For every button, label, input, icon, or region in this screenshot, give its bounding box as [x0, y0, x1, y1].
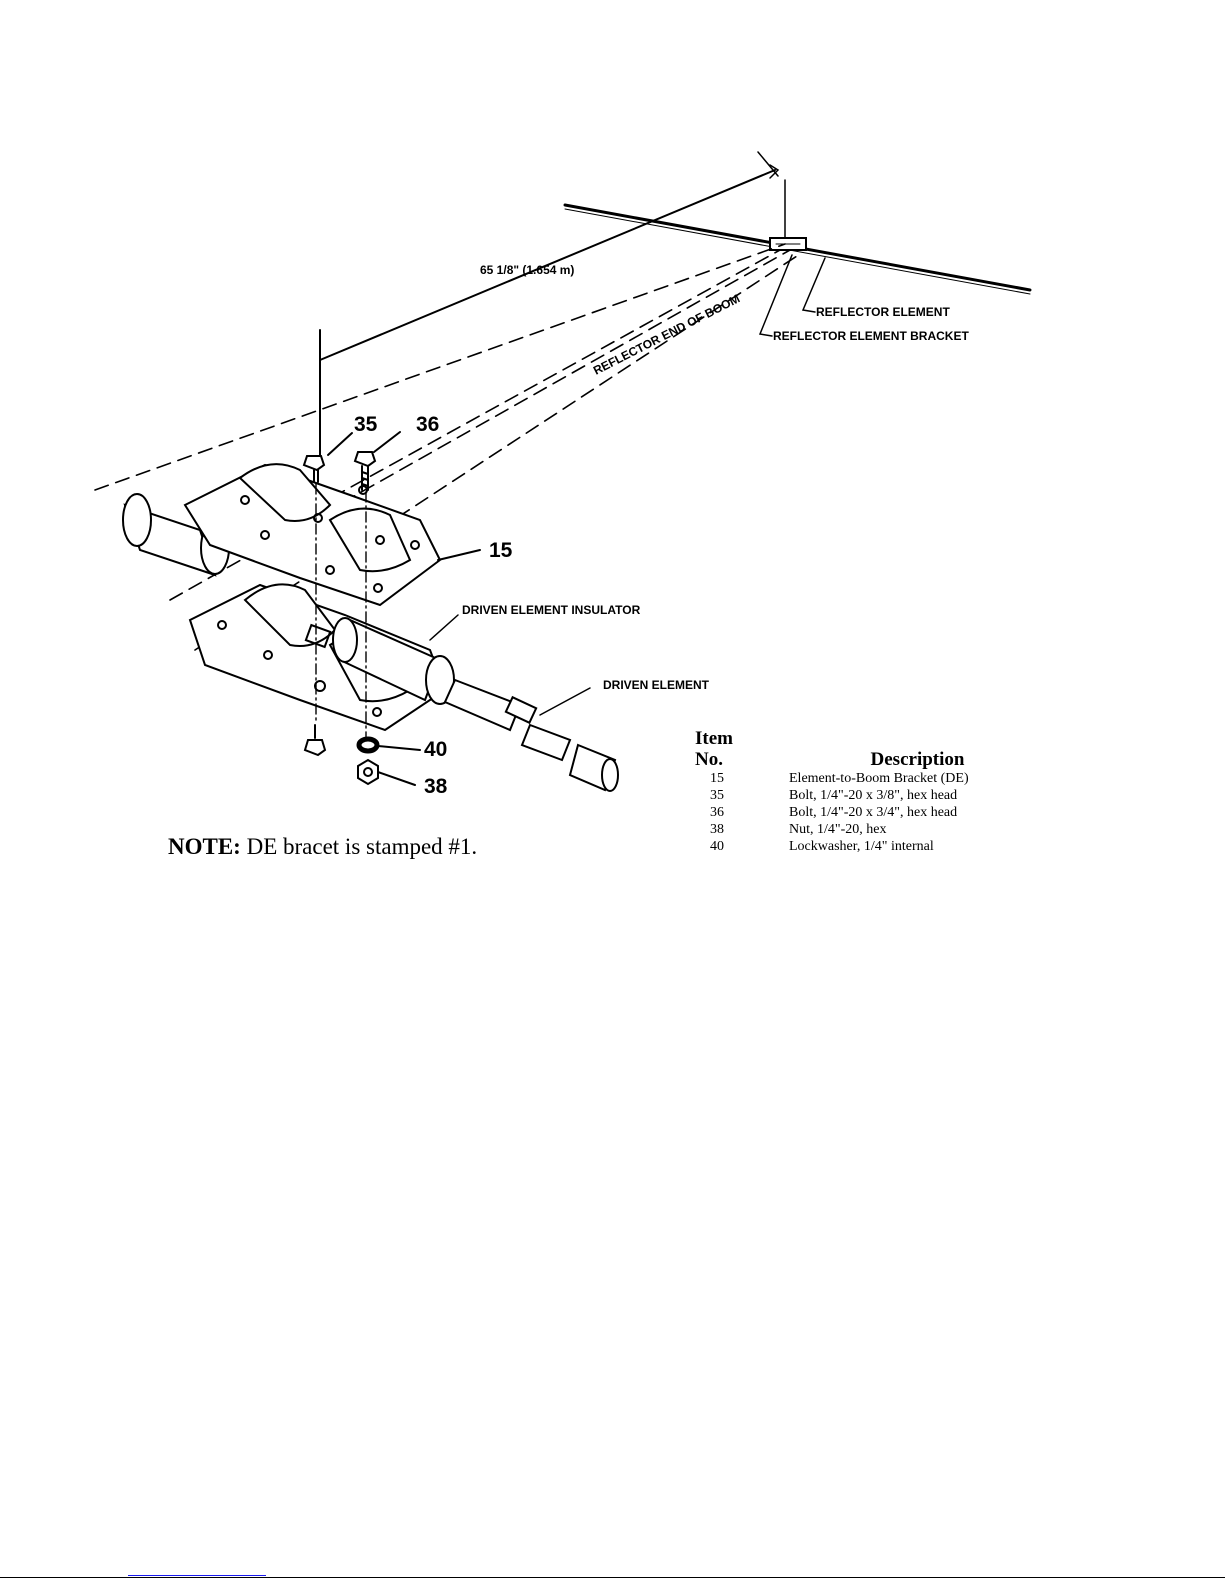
bolt-35 [302, 455, 326, 483]
header-no: No. [695, 749, 723, 770]
boom-centerline [94, 243, 801, 651]
upper-bracket [183, 463, 442, 607]
item-description: Lockwasher, 1/4" internal [789, 839, 934, 854]
item-no: 35 [710, 788, 724, 803]
reflector-bracket-label: REFLECTOR ELEMENT BRACKET [773, 329, 969, 343]
item-no: 38 [710, 822, 724, 837]
item-no: 40 [710, 839, 724, 854]
item-description: Bolt, 1/4"-20 x 3/8", hex head [789, 788, 958, 803]
table-row: 35 Bolt, 1/4"-20 x 3/8", hex head [695, 787, 1015, 804]
reflector-element-label: REFLECTOR ELEMENT [816, 305, 950, 319]
table-row: 38 Nut, 1/4"-20, hex [695, 821, 1015, 838]
driven-element [443, 678, 619, 792]
driven-element-label: DRIVEN ELEMENT [603, 678, 710, 692]
header-item: Item [695, 728, 733, 749]
footer-rule [0, 1577, 1225, 1578]
assembly-diagram: 65 1/8" (1.654 m) REFLECTOR END OF BOOM … [94, 151, 1032, 798]
note-text: DE bracet is stamped #1. [240, 834, 478, 859]
header-row: No. Description [695, 749, 1015, 770]
footer-link-underline[interactable] [128, 1575, 266, 1576]
table-row: 15 Element-to-Boom Bracket (DE) [695, 770, 1015, 787]
item-no: 15 [710, 771, 724, 786]
bottom-bolt [303, 724, 327, 757]
driven-insulator-label: DRIVEN ELEMENT INSULATOR [462, 603, 641, 617]
callout-15: 15 [489, 539, 513, 562]
nut-38 [357, 758, 379, 786]
reflector-bracket [769, 237, 807, 251]
lockwasher-40 [356, 736, 380, 754]
dimension-line [319, 151, 780, 456]
bolt-36 [353, 451, 377, 491]
parts-table: Item No. Description 15 Element-to-Boom … [695, 728, 1015, 855]
callout-40: 40 [424, 738, 447, 761]
item-description: Nut, 1/4"-20, hex [789, 822, 887, 837]
callout-35: 35 [354, 413, 378, 436]
callout-36: 36 [416, 413, 439, 436]
item-description: Element-to-Boom Bracket (DE) [789, 771, 969, 786]
driven-insulator [332, 617, 455, 705]
header-description: Description [870, 749, 965, 770]
dimension-label: 65 1/8" (1.654 m) [480, 263, 574, 277]
note: NOTE: DE bracet is stamped #1. [168, 834, 477, 860]
note-prefix: NOTE: [168, 834, 241, 859]
table-row: 36 Bolt, 1/4"-20 x 3/4", hex head [695, 804, 1015, 821]
item-no: 36 [710, 805, 724, 820]
callout-38: 38 [424, 775, 448, 798]
table-row: 40 Lockwasher, 1/4" internal [695, 838, 1015, 855]
item-description: Bolt, 1/4"-20 x 3/4", hex head [789, 805, 958, 820]
